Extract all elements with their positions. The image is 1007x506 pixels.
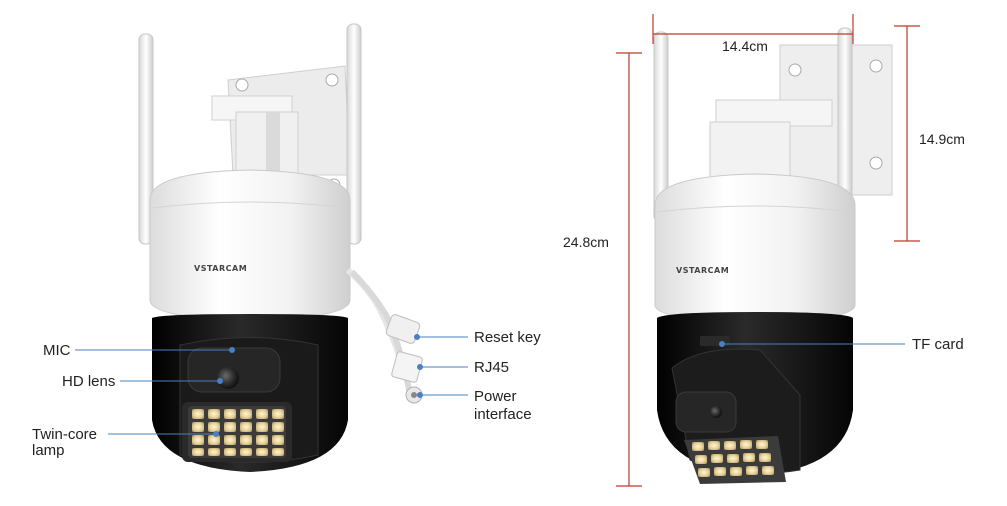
right-camera: VSTARCAM [653,27,893,484]
width-dimension-label: 14.4cm [722,38,768,54]
depth-dimension-label: 14.9cm [919,131,965,147]
rj45-callout-dot [417,364,423,370]
height-dimension [616,52,642,487]
cable-bundle [345,267,423,404]
camera-dome [657,312,853,484]
power-label-line2: interface [474,406,532,423]
led-array [684,436,786,484]
wall-bracket [709,44,893,196]
left-camera: VSTARCAM [138,23,423,472]
callout-lines [75,334,905,437]
hd-lens-callout-dot [217,378,223,384]
twin-core-lamp-label-line2: lamp [32,442,65,459]
depth-dimension [894,25,920,242]
camera-housing: VSTARCAM [654,173,856,323]
tf-card-label: TF card [912,336,964,353]
power-label-line1: Power [474,388,517,405]
brand-logo: VSTARCAM [194,264,247,273]
mic-callout-dot [229,347,235,353]
antenna-left [138,33,154,245]
wall-bracket [211,65,351,192]
width-dimension [652,14,854,44]
camera-housing: VSTARCAM [149,169,351,321]
reset-key-callout-dot [414,334,420,340]
power-callout-dot [417,392,423,398]
height-dimension-label: 24.8cm [563,234,609,250]
led-array [188,406,286,458]
hd-lens-label: HD lens [62,373,116,390]
twin-core-lamp-label-line1: Twin-core [32,426,98,443]
svg-text:VSTARCAM: VSTARCAM [194,264,247,273]
dimension-lines [616,14,920,487]
rj45-connector [391,351,423,383]
tf-card-callout-dot [719,341,725,347]
antenna-right [346,23,362,245]
mic-label: MIC [43,342,71,359]
rj45-label: RJ45 [474,359,510,376]
camera-dome [152,314,348,472]
hd-lens-glass [217,367,239,389]
reset-key-label: Reset key [474,329,541,346]
lamp-callout-dot [213,431,219,437]
svg-text:VSTARCAM: VSTARCAM [676,266,729,275]
brand-logo: VSTARCAM [676,266,729,275]
